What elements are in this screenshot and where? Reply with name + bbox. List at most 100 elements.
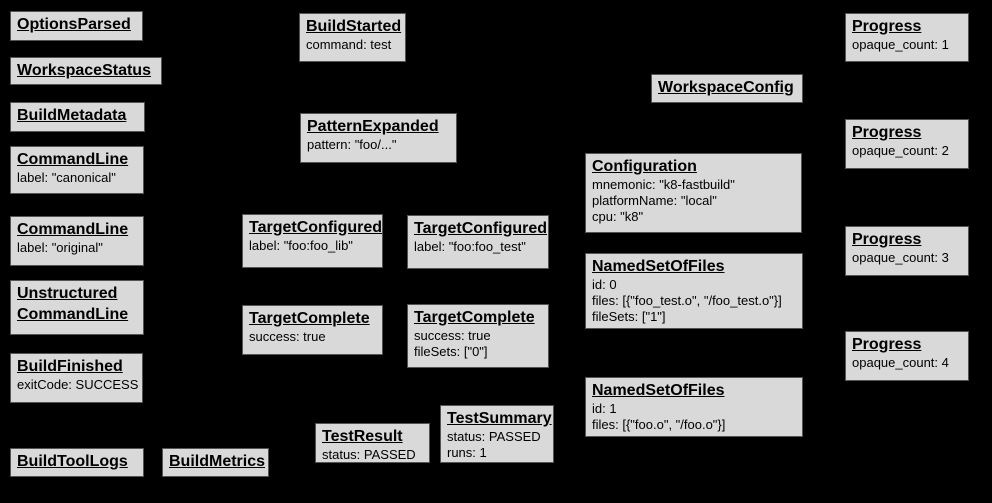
event-field: platformName: "local" [592,193,717,208]
event-box-build-metrics: BuildMetrics [162,448,269,477]
event-field: opaque_count: 3 [852,250,949,265]
event-title-line: NamedSetOfFiles [592,382,725,399]
event-box-body: pattern: "foo/..." [307,137,450,153]
event-field: command: test [306,37,392,52]
event-field: label: "foo:foo_test" [414,239,526,254]
event-box-body: exitCode: SUCCESS [17,377,139,393]
event-title-line: PatternExpanded [307,118,439,135]
event-title-line: Configuration [592,158,697,175]
event-title-line: CommandLine [17,151,129,168]
event-box-body: opaque_count: 3 [852,250,962,266]
event-title-line: BuildToolLogs [17,453,128,470]
event-box-body: label: "canonical" [17,170,137,186]
event-box-title: Progress [852,334,962,355]
event-box-title: BuildStarted [306,16,402,37]
event-box-title: WorkspaceConfig [658,77,796,98]
event-box-body: label: "foo:foo_lib" [249,238,376,254]
event-title-line: CommandLine [17,306,129,323]
event-box-pattern-expanded: PatternExpanded pattern: "foo/..." [300,113,457,163]
event-title-line: BuildMetrics [169,453,266,470]
event-box-body: mnemonic: "k8-fastbuild"platformName: "l… [592,177,795,225]
event-field: pattern: "foo/..." [307,137,397,152]
event-title-line: OptionsParsed [17,16,131,33]
event-box-title: CommandLine [17,219,137,240]
event-title-line: TargetComplete [414,309,535,326]
event-title-line: Progress [852,231,922,248]
event-field: runs: 1 [447,445,487,460]
event-box-body: label: "original" [17,240,137,256]
event-box-body: status: PASSED [322,447,423,462]
event-field: cpu: "k8" [592,209,644,224]
event-title-line: Progress [852,18,922,35]
event-box-options-parsed: OptionsParsed [10,11,143,41]
event-title-line: TargetConfigured [249,219,383,236]
event-field: exitCode: SUCCESS [17,377,139,392]
event-box-command-line-canonical: CommandLine label: "canonical" [10,146,144,194]
event-field: id: 0 [592,277,617,292]
event-title-line: Progress [852,124,922,141]
event-box-body: success: true [249,329,376,345]
event-field: opaque_count: 4 [852,355,949,370]
event-field: files: [{"foo.o", "/foo.o"}] [592,417,726,432]
event-box-title: Progress [852,122,962,143]
event-box-title: PatternExpanded [307,116,450,137]
event-field: mnemonic: "k8-fastbuild" [592,177,735,192]
event-title-line: TargetComplete [249,310,370,327]
event-title-line: BuildFinished [17,358,123,375]
event-field: label: "canonical" [17,170,116,185]
event-box-body: opaque_count: 1 [852,37,962,53]
event-title-line: WorkspaceConfig [658,79,794,96]
event-box-title: Configuration [592,156,795,177]
event-box-title: CommandLine [17,149,137,170]
event-box-title: OptionsParsed [17,14,136,35]
event-field: success: true [414,328,491,343]
event-box-target-configured-foo-test: TargetConfigured label: "foo:foo_test" [407,215,549,269]
event-title-line: Progress [852,336,922,353]
event-box-progress-1: Progress opaque_count: 1 [845,13,969,62]
event-field: label: "foo:foo_lib" [249,238,353,253]
event-box-title: TestResult [322,426,423,447]
event-title-line: BuildMetadata [17,107,127,124]
event-box-title: TargetConfigured [249,217,383,238]
event-box-build-finished: BuildFinished exitCode: SUCCESS [10,353,143,403]
event-title-line: CommandLine [17,221,129,238]
event-box-title: WorkspaceStatus [17,60,155,81]
event-box-title: NamedSetOfFiles [592,380,796,401]
event-field: opaque_count: 2 [852,143,949,158]
event-title-line: WorkspaceStatus [17,62,151,79]
event-box-body: opaque_count: 2 [852,143,962,159]
event-box-build-started: BuildStarted command: test [299,13,406,62]
event-box-title: TargetComplete [414,307,542,328]
event-title-line: Unstructured [17,285,118,302]
event-box-progress-3: Progress opaque_count: 3 [845,226,969,276]
event-box-title: TargetComplete [249,308,376,329]
event-box-title: BuildToolLogs [17,451,137,472]
event-box-title: BuildFinished [17,356,136,377]
event-box-title: TestSummary [447,408,552,429]
event-title-line: TargetConfigured [414,220,548,237]
event-box-workspace-config: WorkspaceConfig [651,74,803,103]
event-box-body: label: "foo:foo_test" [414,239,542,255]
event-field: status: PASSED [322,447,416,462]
event-field: fileSets: ["1"] [592,309,666,324]
event-box-title: TargetConfigured [414,218,548,239]
event-box-test-result: TestResult status: PASSED [315,423,430,463]
event-box-workspace-status: WorkspaceStatus [10,57,162,85]
event-field: fileSets: ["0"] [414,344,488,359]
event-box-body: opaque_count: 4 [852,355,962,371]
event-box-title: BuildMetrics [169,451,266,472]
event-field: files: [{"foo_test.o", "/foo_test.o"}] [592,293,782,308]
event-box-configuration: Configuration mnemonic: "k8-fastbuild"pl… [585,153,802,233]
event-box-body: command: test [306,37,399,53]
event-title-line: BuildStarted [306,18,402,35]
event-box-command-line-original: CommandLine label: "original" [10,216,144,266]
event-box-title: NamedSetOfFiles [592,256,796,277]
